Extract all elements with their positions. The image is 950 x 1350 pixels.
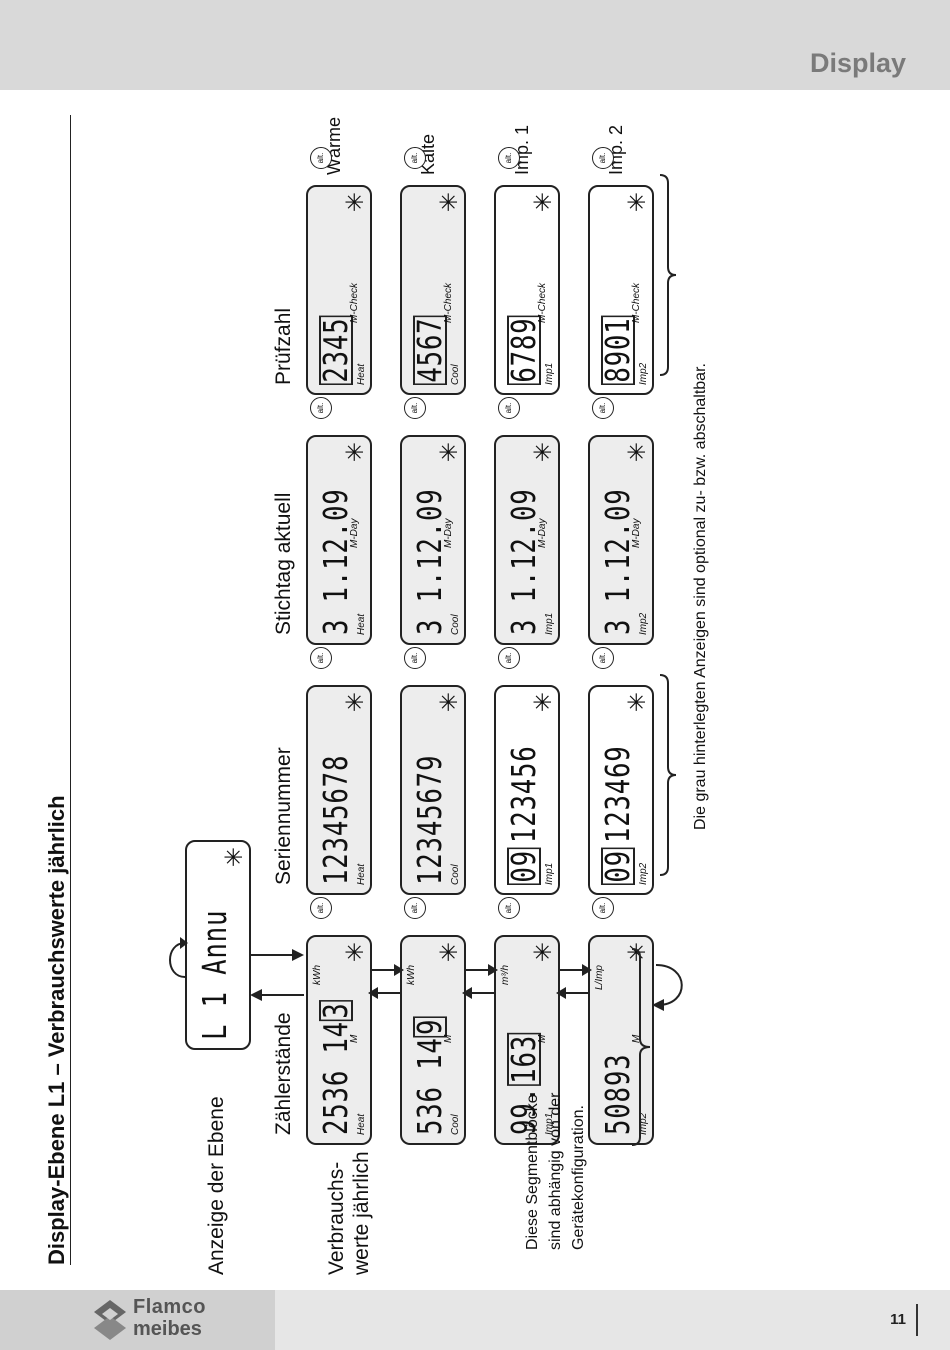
optional-note: Die grau hinterlegten Anzeigen sind opti… (692, 363, 709, 830)
level-up-arrowhead (250, 989, 262, 1001)
brand-line-2: meibes (133, 1318, 202, 1340)
optional-brace-check (659, 174, 677, 376)
page-marker (916, 1304, 918, 1336)
row-link-arrows (368, 964, 592, 999)
config-note-line1: Diese Segmentblöcke (524, 1094, 541, 1250)
connectors-layer (169, 174, 683, 1146)
config-brace (631, 948, 651, 1146)
bottom-loop-arrow (655, 964, 683, 1006)
page-footer: Flamco meibes 11 (0, 1290, 950, 1350)
config-note-line2: sind abhängig von der (547, 1092, 564, 1250)
rotated-diagram: Display-Ebene L1 – Verbrauchswerte jährl… (0, 95, 870, 1295)
page-number: 11 (890, 1311, 906, 1328)
section-title: Display (809, 48, 906, 78)
level-loop-arrowhead (180, 937, 188, 949)
flamco-logo-icon (94, 1300, 126, 1340)
brand-line-1: Flamco (133, 1296, 207, 1318)
level-loop-arrow (169, 942, 186, 978)
bottom-loop-arrowhead (652, 999, 664, 1011)
page-header: Display (0, 0, 950, 90)
optional-brace-serial (659, 674, 677, 876)
config-note-line3: Gerätekonfiguration. (570, 1105, 587, 1250)
brand-logo: Flamco meibes (0, 1290, 275, 1350)
level-down-arrowhead (292, 949, 304, 961)
